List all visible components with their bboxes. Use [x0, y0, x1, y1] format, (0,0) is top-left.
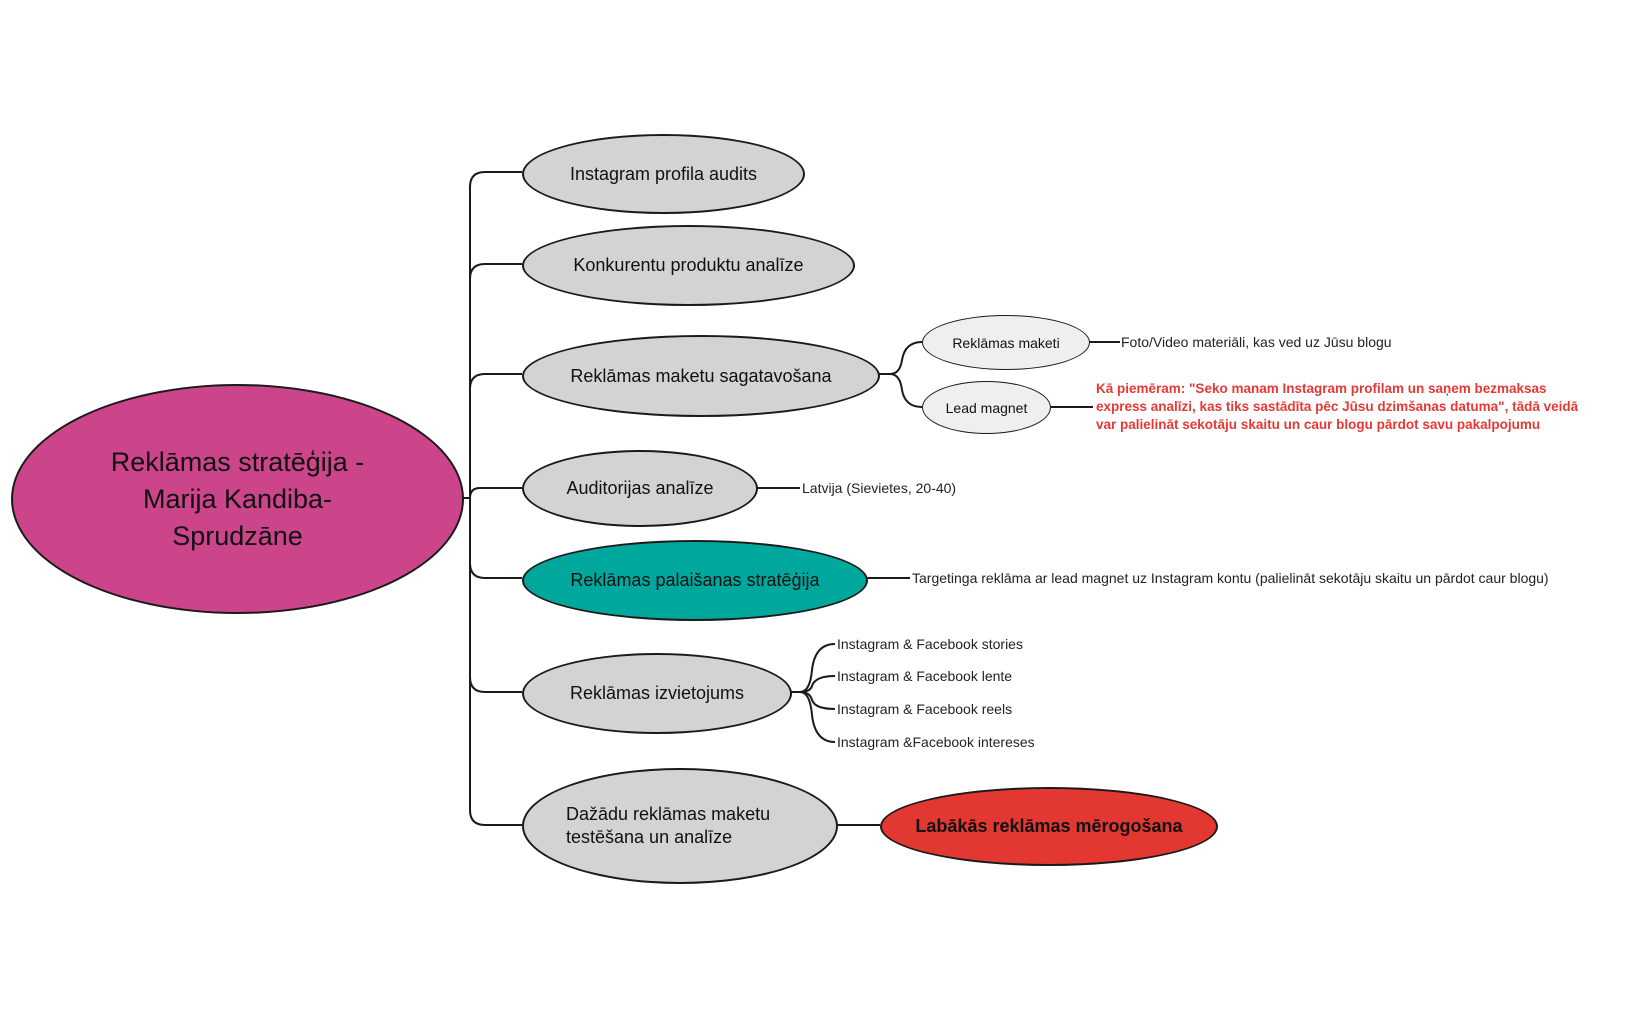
leaf-targetinga-reklama: Targetinga reklāma ar lead magnet uz Ins…	[912, 570, 1549, 586]
branch-label: Instagram profila audits	[569, 163, 758, 184]
connector-leaf-izv-2	[799, 675, 836, 693]
leaf-instagram-facebook-intereses: Instagram &Facebook intereses	[837, 734, 1035, 750]
root-label-line-1: Reklāmas stratēģija -	[110, 446, 365, 477]
connector-leaf-izv-4	[799, 691, 836, 743]
connector-branch-7	[469, 498, 522, 826]
branch-konkurentu-produktu-analize[interactable]: Konkurentu produktu analīze	[522, 225, 855, 306]
sub-label: Lead magnet	[945, 399, 1028, 416]
branch-label: Reklāmas izvietojums	[569, 683, 745, 703]
connector-branch-1	[469, 171, 522, 498]
branch-label: Auditorijas analīze	[566, 478, 714, 498]
branch-label-line-2: testēšana un analīze	[566, 827, 733, 847]
branch-dazadu-reklamas-maketu-testesana[interactable]: Dažādu reklāmas maketu testēšana un anal…	[522, 768, 838, 884]
connector-branch-5	[469, 498, 522, 579]
leaf-foto-video-materiali: Foto/Video materiāli, kas ved uz Jūsu bl…	[1121, 334, 1392, 350]
branch-label: Reklāmas palaišanas stratēģija	[570, 570, 820, 590]
connector-branch-4	[469, 487, 522, 499]
branch-instagram-profila-audits[interactable]: Instagram profila audits	[522, 134, 805, 214]
lead-magnet-example-note: Kā piemēram: "Seko manam Instagram profi…	[1096, 380, 1578, 434]
connector-branch-3	[469, 373, 522, 498]
leaf-instagram-facebook-reels: Instagram & Facebook reels	[837, 701, 1013, 717]
branch-label-line-1: Dažādu reklāmas maketu	[566, 804, 771, 824]
branch-label: Reklāmas maketu sagatavošana	[570, 365, 832, 386]
leaf-instagram-facebook-stories: Instagram & Facebook stories	[837, 636, 1023, 652]
branch-auditorijas-analize[interactable]: Auditorijas analīze	[522, 450, 758, 527]
note-line-2: express analīzi, kas tiks sastādīta pēc …	[1096, 399, 1579, 414]
sub-lead-magnet[interactable]: Lead magnet	[922, 381, 1051, 434]
root-label-line-2: Marija Kandiba-	[142, 483, 333, 514]
branch-label: Konkurentu produktu analīze	[573, 255, 804, 275]
connector-branch-6	[469, 498, 522, 693]
sub-label: Labākās reklāmas mērogošana	[915, 816, 1183, 836]
branch-reklamas-palaisanas-strategija[interactable]: Reklāmas palaišanas stratēģija	[522, 540, 868, 621]
leaf-instagram-facebook-lente: Instagram & Facebook lente	[837, 668, 1013, 684]
sub-reklamas-maketi[interactable]: Reklāmas maketi	[922, 315, 1090, 370]
leaf-latvija-sievietes: Latvija (Sievietes, 20-40)	[802, 480, 957, 496]
connector-sub-lead	[889, 373, 923, 408]
root-node[interactable]: Reklāmas stratēģija - Marija Kandiba- Sp…	[11, 384, 464, 614]
note-line-1: Kā piemēram: "Seko manam Instagram profi…	[1096, 381, 1547, 396]
connector-sub-maketi	[878, 341, 923, 375]
branch-reklamas-maketu-sagatavosana[interactable]: Reklāmas maketu sagatavošana	[522, 335, 880, 417]
note-line-3: var palielināt sekotāju skaitu un caur b…	[1096, 417, 1541, 432]
root-label-line-3: Sprudzāne	[172, 520, 303, 551]
sub-labakas-reklamas-merogosana[interactable]: Labākās reklāmas mērogošana	[880, 787, 1218, 866]
connector-branch-2	[469, 263, 522, 498]
branch-reklamas-izvietojums[interactable]: Reklāmas izvietojums	[522, 653, 792, 734]
sub-label: Reklāmas maketi	[952, 334, 1060, 351]
